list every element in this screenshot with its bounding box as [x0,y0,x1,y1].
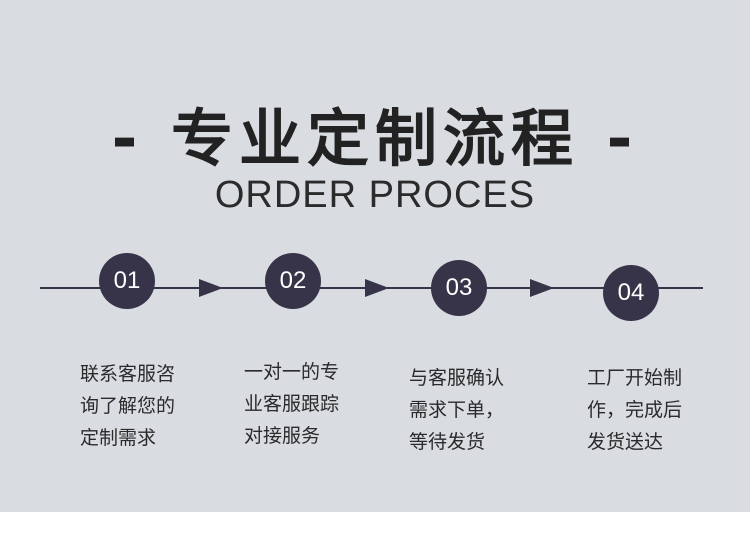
step-1-badge: 01 [99,253,155,309]
step-3-badge: 03 [431,260,487,316]
step-4-description: 工厂开始制 作，完成后 发货送达 [587,367,683,453]
step-2-badge: 02 [265,253,321,309]
step-1-description: 联系客服咨 询了解您的 定制需求 [80,363,176,449]
page-subtitle: ORDER PROCES [214,174,536,216]
step-2-description: 一对一的专 业客服跟踪 对接服务 [244,361,340,447]
step-3-description: 与客服确认 需求下单， 等待发货 [409,367,505,453]
arrow-icon-2 [365,279,389,297]
background-panel: - 专业定制流程 - ORDER PROCES 01 02 03 04 联系客服… [0,0,750,512]
arrow-icon-3 [530,279,554,297]
arrow-icon-1 [199,279,223,297]
page-title: - 专业定制流程 - [111,102,639,175]
step-4-badge: 04 [603,265,659,321]
